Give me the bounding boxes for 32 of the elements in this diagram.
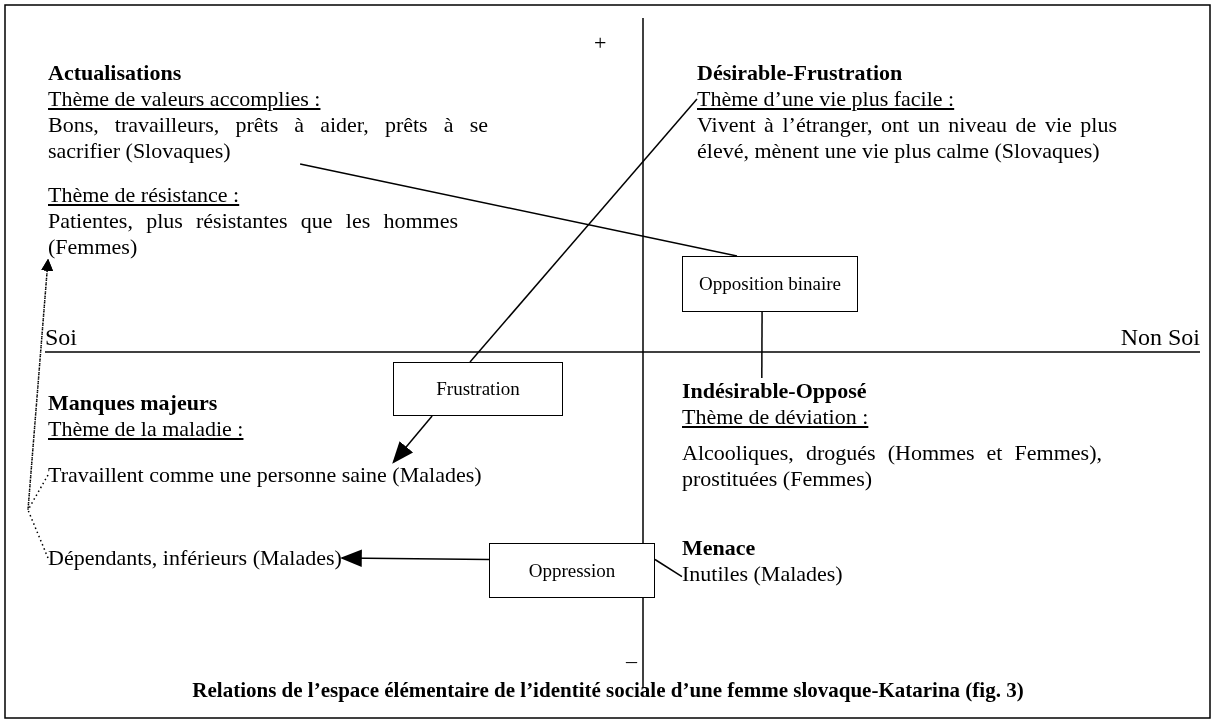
- relation-box: Oppression: [489, 543, 655, 598]
- description-text: Patientes, plus résistantes que les hommes (Femmes): [48, 208, 458, 259]
- axis-label: Soi: [45, 324, 77, 351]
- axis-label: Non Soi: [1120, 324, 1200, 351]
- theme-title: Thème d’une vie plus facile :: [697, 86, 955, 111]
- quadrant-heading: Manques majeurs: [48, 390, 218, 415]
- relation-box: Opposition binaire: [682, 256, 858, 312]
- connector-line: [469, 98, 698, 363]
- theme-title: Thème de résistance :: [48, 182, 240, 207]
- description-text: Inutiles (Malades): [682, 561, 843, 586]
- connector-line: [299, 163, 738, 257]
- description-text: Vivent à l’étranger, ont un niveau de vie plus élevé, mènent une vie plus calme (Slovaques): [697, 112, 1117, 163]
- arrow: [27, 258, 54, 559]
- theme-title: Thème de valeurs accomplies :: [48, 86, 321, 111]
- figure-caption: Relations de l’espace élémentaire de l’identité sociale d’une femme slovaque-Katarina (fig. 3): [192, 678, 1024, 702]
- arrow: [392, 415, 433, 464]
- quadrant-heading: Menace: [682, 535, 756, 560]
- description-text: Bons, travailleurs, prêts à aider, prêts à se sacrifier (Slovaques): [48, 112, 488, 163]
- quadrant-heading: Actualisations: [48, 60, 182, 85]
- quadrant-heading: Désirable-Frustration: [697, 60, 903, 85]
- plus-sign: +: [594, 30, 607, 56]
- description-text: Dépendants, inférieurs (Malades): [48, 545, 342, 570]
- quadrant-heading: Indésirable-Opposé: [682, 378, 867, 403]
- theme-title: Thème de déviation :: [682, 404, 869, 429]
- description-text: Travaillent comme une personne saine (Malades): [48, 462, 482, 487]
- arrow: [339, 549, 490, 567]
- relation-box: Frustration: [393, 362, 563, 416]
- description-text: Alcooliques, drogués (Hommes et Femmes), prostituées (Femmes): [682, 440, 1102, 491]
- connector-line: [654, 558, 683, 578]
- theme-title: Thème de la maladie :: [48, 416, 244, 441]
- connector-line: [761, 311, 763, 379]
- minus-sign: –: [626, 648, 637, 674]
